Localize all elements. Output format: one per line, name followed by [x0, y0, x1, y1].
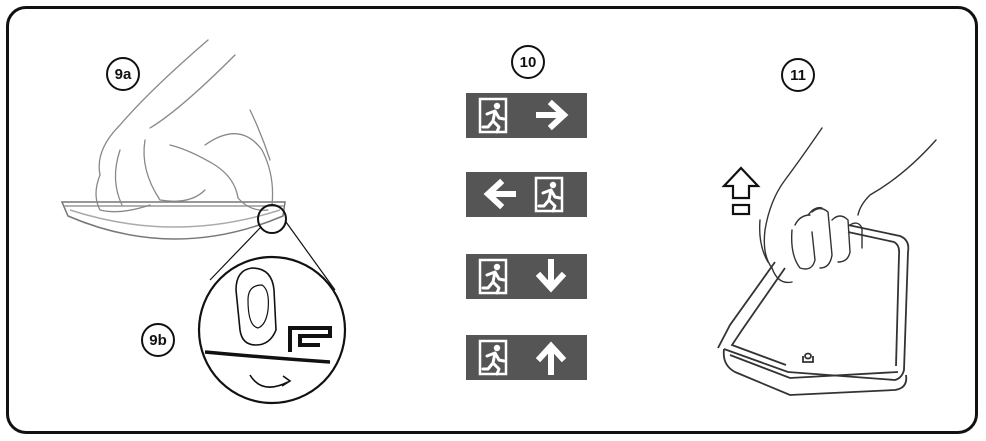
running-man-door-icon: [534, 176, 564, 213]
hand-pressing-illustration: [95, 39, 274, 213]
exit-sign-down: [466, 254, 587, 299]
detail-zoom: [197, 204, 347, 405]
exit-sign-housing: [717, 224, 910, 396]
arrow-left-icon: [483, 178, 516, 210]
exit-sign-right: [466, 93, 587, 138]
step-11-badge: 11: [781, 58, 815, 92]
arrow-down-icon: [535, 259, 567, 293]
running-man-door-icon: [478, 97, 508, 134]
hand-holding-illustration: [758, 127, 937, 284]
exit-sign-up: [466, 335, 587, 380]
arrow-up-icon: [535, 341, 567, 375]
step-10-badge: 10: [511, 45, 545, 79]
step-9b-badge: 9b: [141, 323, 175, 357]
step-9a-badge: 9a: [106, 57, 140, 91]
lift-up-arrow-icon: [721, 166, 761, 216]
running-man-door-icon: [478, 339, 508, 376]
exit-sign-left: [466, 172, 587, 217]
running-man-door-icon: [478, 258, 508, 295]
arrow-right-icon: [536, 99, 569, 131]
